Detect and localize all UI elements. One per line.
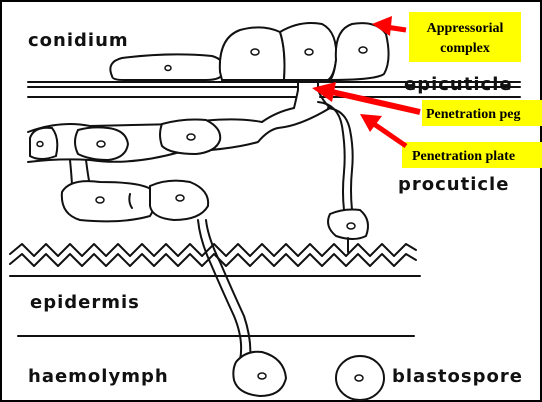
callout-appressorial-line1: Appressorial [427,21,504,36]
label-procuticle: procuticle [398,174,509,195]
invading-hypha [198,220,250,360]
label-conidium: conidium [28,30,129,51]
arrow-peg-shaft [332,92,420,112]
label-blastospore: blastospore [392,366,523,387]
hyphal-body-cell [233,352,286,396]
label-epidermis: epidermis [30,292,140,313]
callout-plate-text: Penetration plate [412,149,515,164]
label-haemolymph: haemolymph [28,366,169,387]
blastospore-cell [336,356,384,400]
callout-appressorial-complex: Appressorial complex [372,12,521,62]
label-epicuticle: epicuticle [404,74,513,95]
conidium-cell [110,54,224,80]
arrow-plate-shaft [374,124,406,146]
arrow-peg-head [312,82,336,102]
appressorial-complex [220,23,389,80]
callout-appressorial-line2: complex [440,41,490,56]
callout-peg-text: Penetration peg [426,107,520,122]
procuticle-hyphae [28,102,368,252]
